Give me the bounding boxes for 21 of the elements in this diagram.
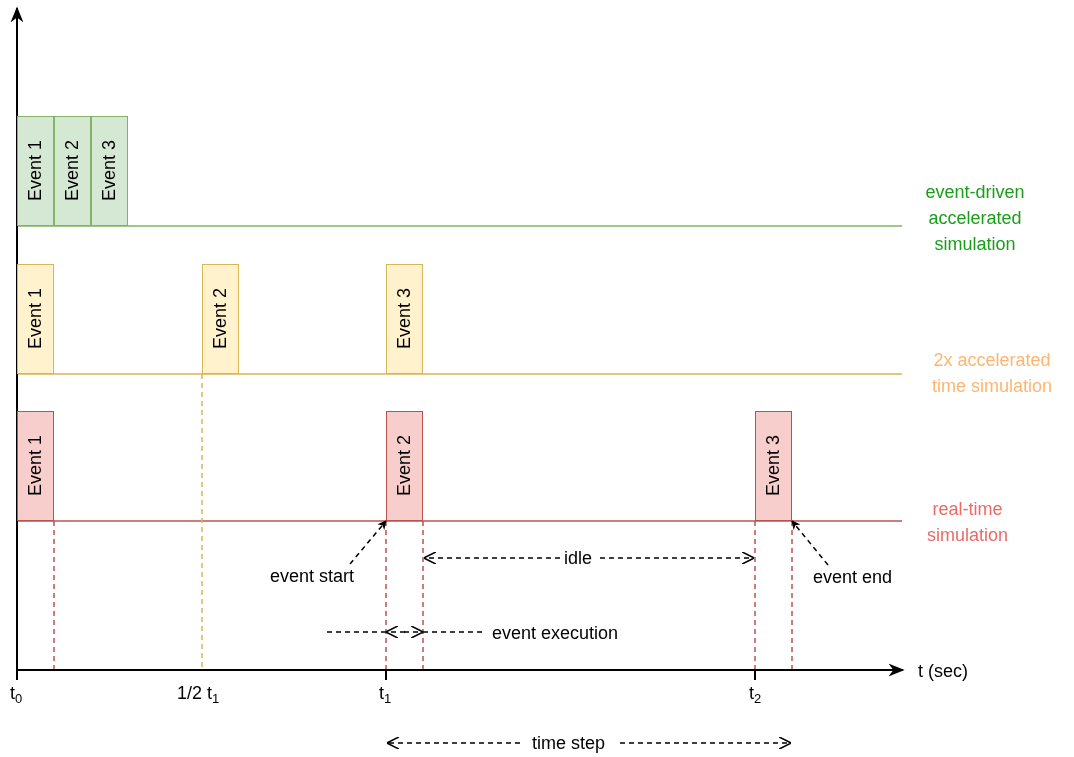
event-box: Event 2 (54, 116, 91, 226)
event-box: Event 3 (91, 116, 128, 226)
leader-arrow (791, 520, 829, 566)
event-box: Event 2 (386, 411, 423, 521)
tick-label: t$_{1}$ (379, 682, 392, 708)
tick-label: t$_{2}$ (749, 682, 762, 708)
row-label: event-driven accelerated simulation (924, 181, 1026, 256)
event-box: Event 1 (17, 264, 54, 374)
event-box: Event 1 (17, 411, 54, 521)
leader-arrow (349, 520, 387, 565)
row-label: 2x accelerated time simulation (930, 349, 1053, 398)
event-box: Event 1 (17, 116, 54, 226)
axis-label: t (sec) (918, 660, 968, 683)
tick-label: 1/2 t$_{1}$ (177, 682, 220, 708)
event-box: Event 3 (755, 411, 792, 521)
row-label: real-time simulation (925, 498, 1009, 547)
event-box: Event 2 (202, 264, 239, 374)
annotation-text: event start (270, 566, 355, 587)
event-box: Event 3 (386, 264, 423, 374)
tick-label: t$_{0}$ (10, 682, 23, 708)
annotation-text: event end (813, 567, 893, 588)
